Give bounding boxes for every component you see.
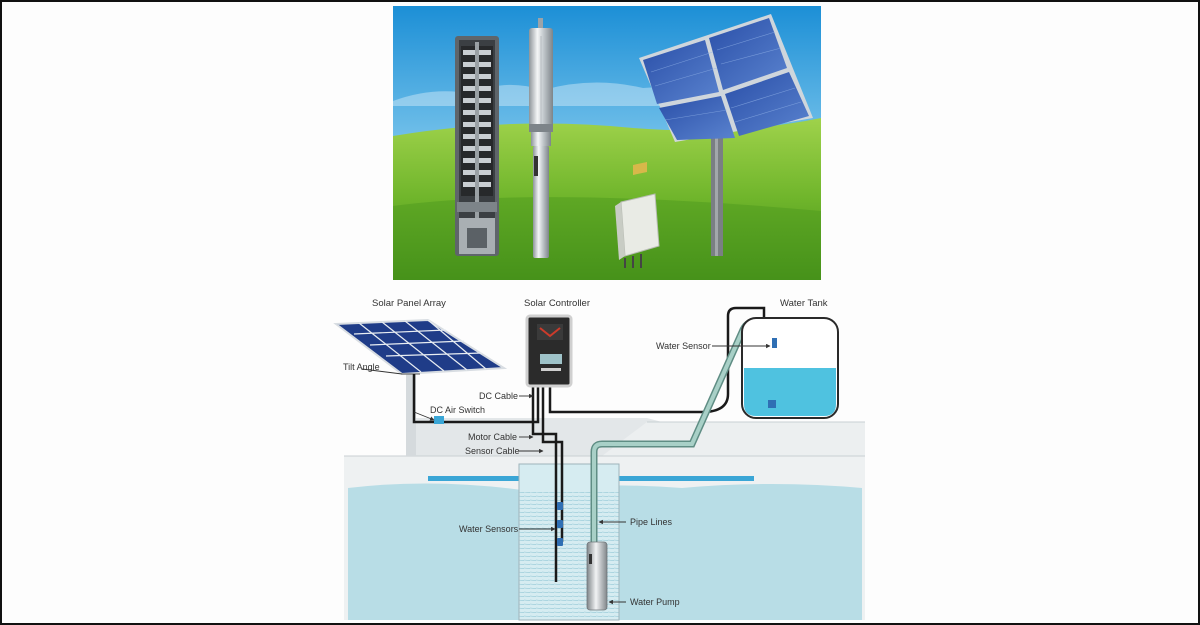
solar-controller-icon: [525, 314, 573, 388]
controller-box-icon: [615, 162, 660, 268]
solar-panel-array: [333, 318, 508, 376]
label-solar-panel-array: Solar Panel Array: [372, 298, 446, 309]
label-water-sensor: Water Sensor: [656, 341, 711, 351]
dc-air-switch-icon: [434, 416, 444, 424]
label-water-pump: Water Pump: [630, 597, 680, 607]
label-dc-cable: DC Cable: [479, 391, 518, 401]
label-sensor-cable: Sensor Cable: [465, 446, 520, 456]
label-tilt-angle: Tilt Angle: [343, 362, 380, 372]
label-solar-controller: Solar Controller: [524, 298, 590, 309]
pump-steel-icon: [529, 18, 553, 258]
label-motor-cable: Motor Cable: [468, 432, 517, 442]
water-pump-icon: [586, 541, 608, 611]
leader-lines: [361, 343, 771, 605]
label-dc-air-switch: DC Air Switch: [430, 405, 485, 415]
label-pipe-lines: Pipe Lines: [630, 517, 673, 527]
panel-post: [406, 372, 416, 456]
water-sensors-icon: [557, 502, 563, 546]
pump-cutaway-icon: [455, 36, 499, 256]
label-water-sensors: Water Sensors: [459, 524, 519, 534]
tank-water-sensor: [772, 338, 777, 348]
water-tank-icon: [741, 317, 839, 419]
product-photo: [393, 6, 821, 280]
label-water-tank: Water Tank: [780, 298, 828, 309]
solar-panel-photo-icon: [639, 14, 813, 256]
